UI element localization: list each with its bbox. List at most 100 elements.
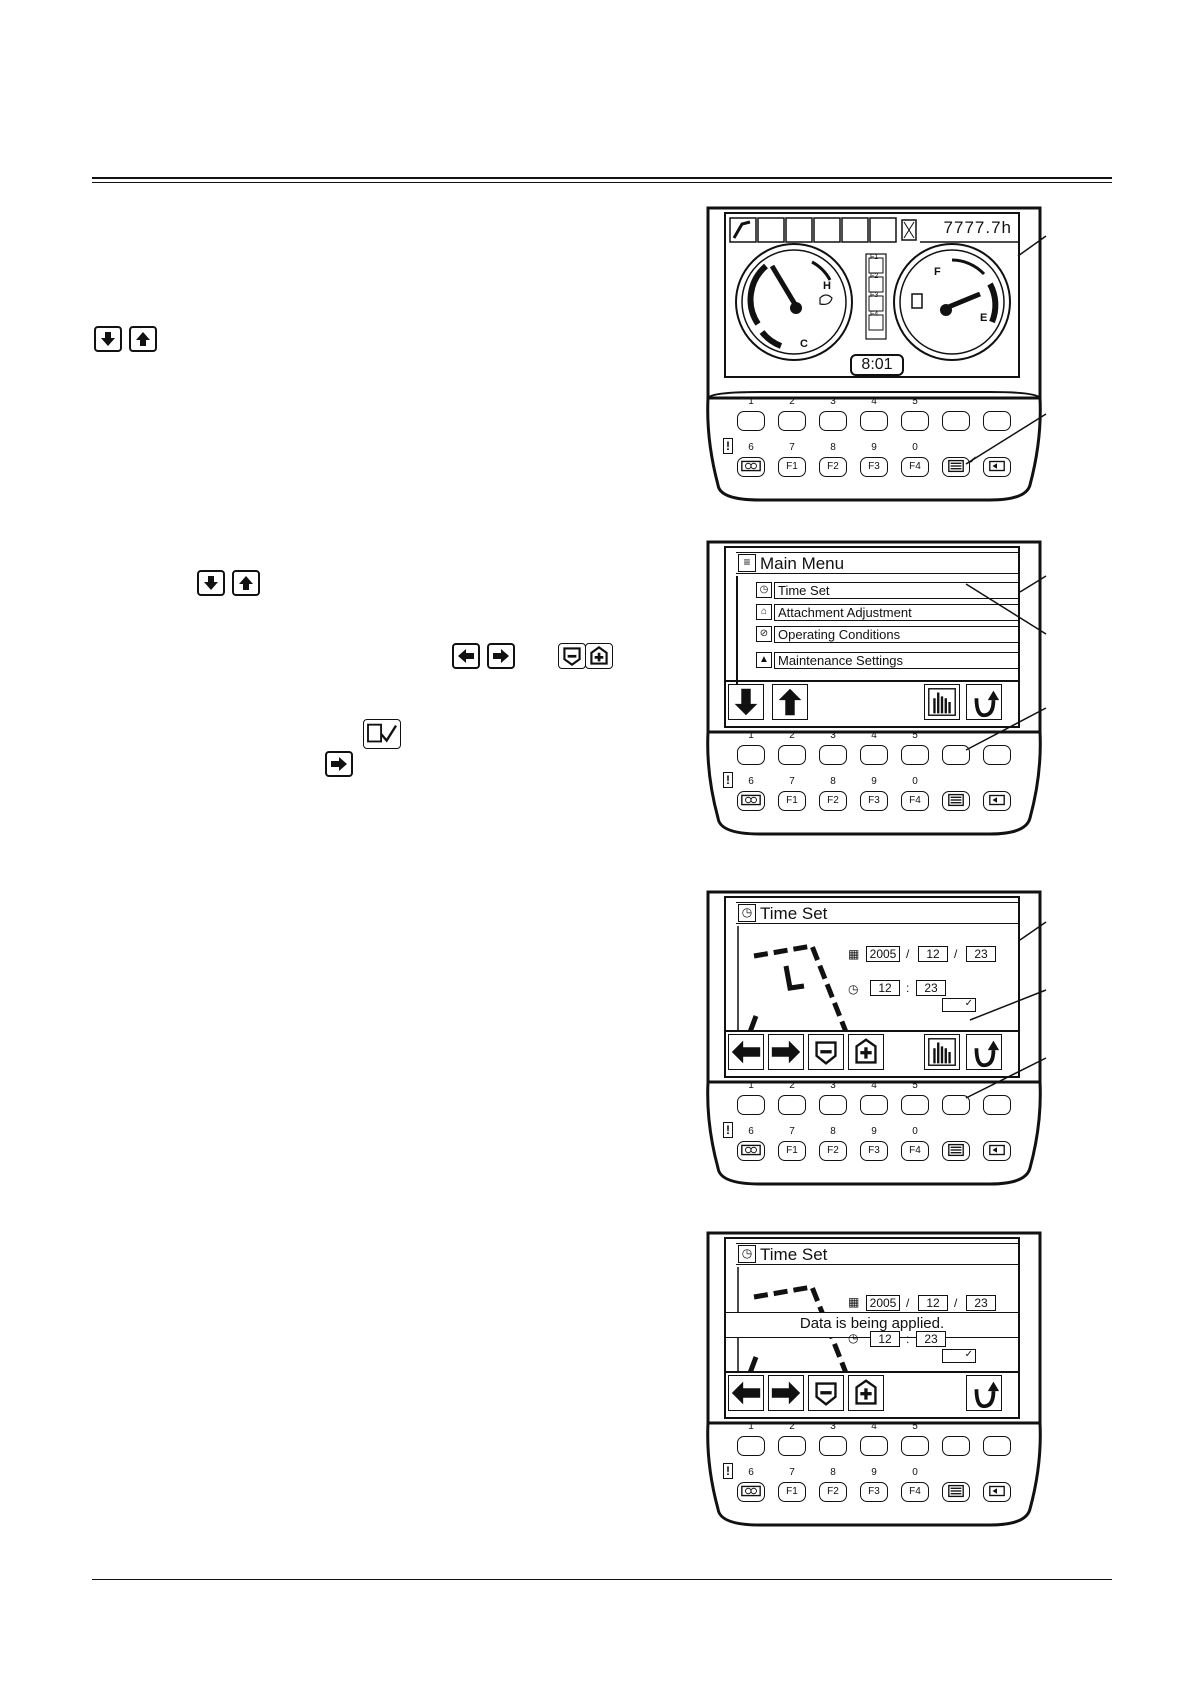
f2-button[interactable]: F2 <box>819 1482 847 1502</box>
month-field[interactable]: 12 <box>918 946 948 962</box>
key-blank-button[interactable] <box>983 1095 1011 1115</box>
move-left-button[interactable] <box>728 1034 764 1070</box>
f2-button[interactable]: F2 <box>819 791 847 811</box>
key-4-button[interactable] <box>860 1436 888 1456</box>
key-4-button[interactable] <box>860 411 888 431</box>
monitor-time-set: ◷ Time Set ▦ 2005 / 12 / 23 ◷ 12 : 23 ✓ <box>700 888 1048 1193</box>
key-blank-button[interactable] <box>983 1436 1011 1456</box>
key-5-button[interactable] <box>901 1436 929 1456</box>
key-label-2: 2 <box>789 730 795 741</box>
key-blank-button[interactable] <box>983 411 1011 431</box>
key-1-button[interactable] <box>737 745 765 765</box>
decrease-button[interactable] <box>808 1034 844 1070</box>
mode-button[interactable] <box>737 791 765 811</box>
back-button[interactable] <box>966 684 1002 720</box>
key-blank-button[interactable] <box>942 411 970 431</box>
left-arrow-icon <box>731 1040 761 1064</box>
menu-button[interactable] <box>942 791 970 811</box>
key-2-button[interactable] <box>778 745 806 765</box>
key-2-button[interactable] <box>778 411 806 431</box>
key-4-button[interactable] <box>860 1095 888 1115</box>
menu-item-time-set[interactable]: Time Set <box>774 582 1018 599</box>
move-left-button[interactable] <box>728 1375 764 1411</box>
camera-button[interactable] <box>983 1482 1011 1502</box>
select-button[interactable] <box>924 684 960 720</box>
key-1-button[interactable] <box>737 1436 765 1456</box>
scroll-down-button[interactable] <box>728 684 764 720</box>
key-2-button[interactable] <box>778 1436 806 1456</box>
mode-icon <box>741 794 761 806</box>
camera-icon <box>989 1485 1005 1497</box>
day-field[interactable]: 23 <box>966 946 996 962</box>
key-blank-button[interactable] <box>942 745 970 765</box>
increase-button[interactable] <box>848 1034 884 1070</box>
select-button[interactable] <box>924 1034 960 1070</box>
f1-button[interactable]: F1 <box>778 1482 806 1502</box>
key-3-button[interactable] <box>819 745 847 765</box>
minute-field[interactable]: 23 <box>916 980 946 996</box>
menu-button[interactable] <box>942 1482 970 1502</box>
scroll-up-button[interactable] <box>772 684 808 720</box>
camera-button[interactable] <box>983 1141 1011 1161</box>
key-label-3: 3 <box>830 1080 836 1091</box>
key-5-button[interactable] <box>901 745 929 765</box>
f3-button[interactable]: F3 <box>860 791 888 811</box>
back-button[interactable] <box>966 1034 1002 1070</box>
f2-button[interactable]: F2 <box>819 1141 847 1161</box>
key-5-button[interactable] <box>901 1095 929 1115</box>
mode-button[interactable] <box>737 1482 765 1502</box>
f2-button[interactable]: F2 <box>819 457 847 477</box>
mode-button[interactable] <box>737 457 765 477</box>
key-blank-button[interactable] <box>942 1095 970 1115</box>
camera-button[interactable] <box>983 791 1011 811</box>
f1-button[interactable]: F1 <box>778 1141 806 1161</box>
right-arrow-key-icon <box>487 643 515 669</box>
move-right-button[interactable] <box>768 1375 804 1411</box>
menu-button[interactable] <box>942 457 970 477</box>
confirm-checkbox[interactable]: ✓ <box>942 998 976 1012</box>
alert-icon: ! <box>723 1122 733 1138</box>
move-right-button[interactable] <box>768 1034 804 1070</box>
callout-arrows <box>965 235 1047 465</box>
f1-button[interactable]: F1 <box>778 791 806 811</box>
camera-button[interactable] <box>983 457 1011 477</box>
right-arrow-icon <box>771 1040 801 1064</box>
key-2-button[interactable] <box>778 1095 806 1115</box>
menu-item-operating-conditions[interactable]: Operating Conditions <box>774 626 1018 643</box>
key-3-button[interactable] <box>819 1436 847 1456</box>
fuel-empty-label: E <box>980 312 988 324</box>
f4-button[interactable]: F4 <box>901 1141 929 1161</box>
camera-icon <box>989 794 1005 806</box>
key-blank-button[interactable] <box>942 1436 970 1456</box>
key-label-9: 9 <box>871 776 877 787</box>
hour-field[interactable]: 12 <box>870 980 900 996</box>
menu-item-attachment-adjustment[interactable]: Attachment Adjustment <box>774 604 1018 621</box>
alert-icon: ! <box>723 438 733 454</box>
key-1-button[interactable] <box>737 411 765 431</box>
menu-button[interactable] <box>942 1141 970 1161</box>
key-5-button[interactable] <box>901 411 929 431</box>
key-4-button[interactable] <box>860 745 888 765</box>
key-3-button[interactable] <box>819 1095 847 1115</box>
mode-button[interactable] <box>737 1141 765 1161</box>
decrease-button[interactable] <box>808 1375 844 1411</box>
maintenance-icon: ▲ <box>756 652 772 668</box>
f3-button[interactable]: F3 <box>860 1482 888 1502</box>
increase-button[interactable] <box>848 1375 884 1411</box>
f3-button[interactable]: F3 <box>860 1141 888 1161</box>
f4-button[interactable]: F4 <box>901 457 929 477</box>
f3-button[interactable]: F3 <box>860 457 888 477</box>
f4-button[interactable]: F4 <box>901 791 929 811</box>
key-3-button[interactable] <box>819 411 847 431</box>
callout-arrows <box>965 575 1047 751</box>
menu-item-maintenance-settings[interactable]: Maintenance Settings <box>774 652 1018 669</box>
key-1-button[interactable] <box>737 1095 765 1115</box>
year-field[interactable]: 2005 <box>866 946 900 962</box>
display-screen: ≡ Main Menu ◷ Time Set ⌂ Attachment Adju… <box>724 546 1020 728</box>
key-blank-button[interactable] <box>983 745 1011 765</box>
f4-button[interactable]: F4 <box>901 1482 929 1502</box>
back-button[interactable] <box>966 1375 1002 1411</box>
key-label-0: 0 <box>912 442 918 453</box>
f1-button[interactable]: F1 <box>778 457 806 477</box>
page-title: ≡ Main Menu <box>736 552 1018 574</box>
